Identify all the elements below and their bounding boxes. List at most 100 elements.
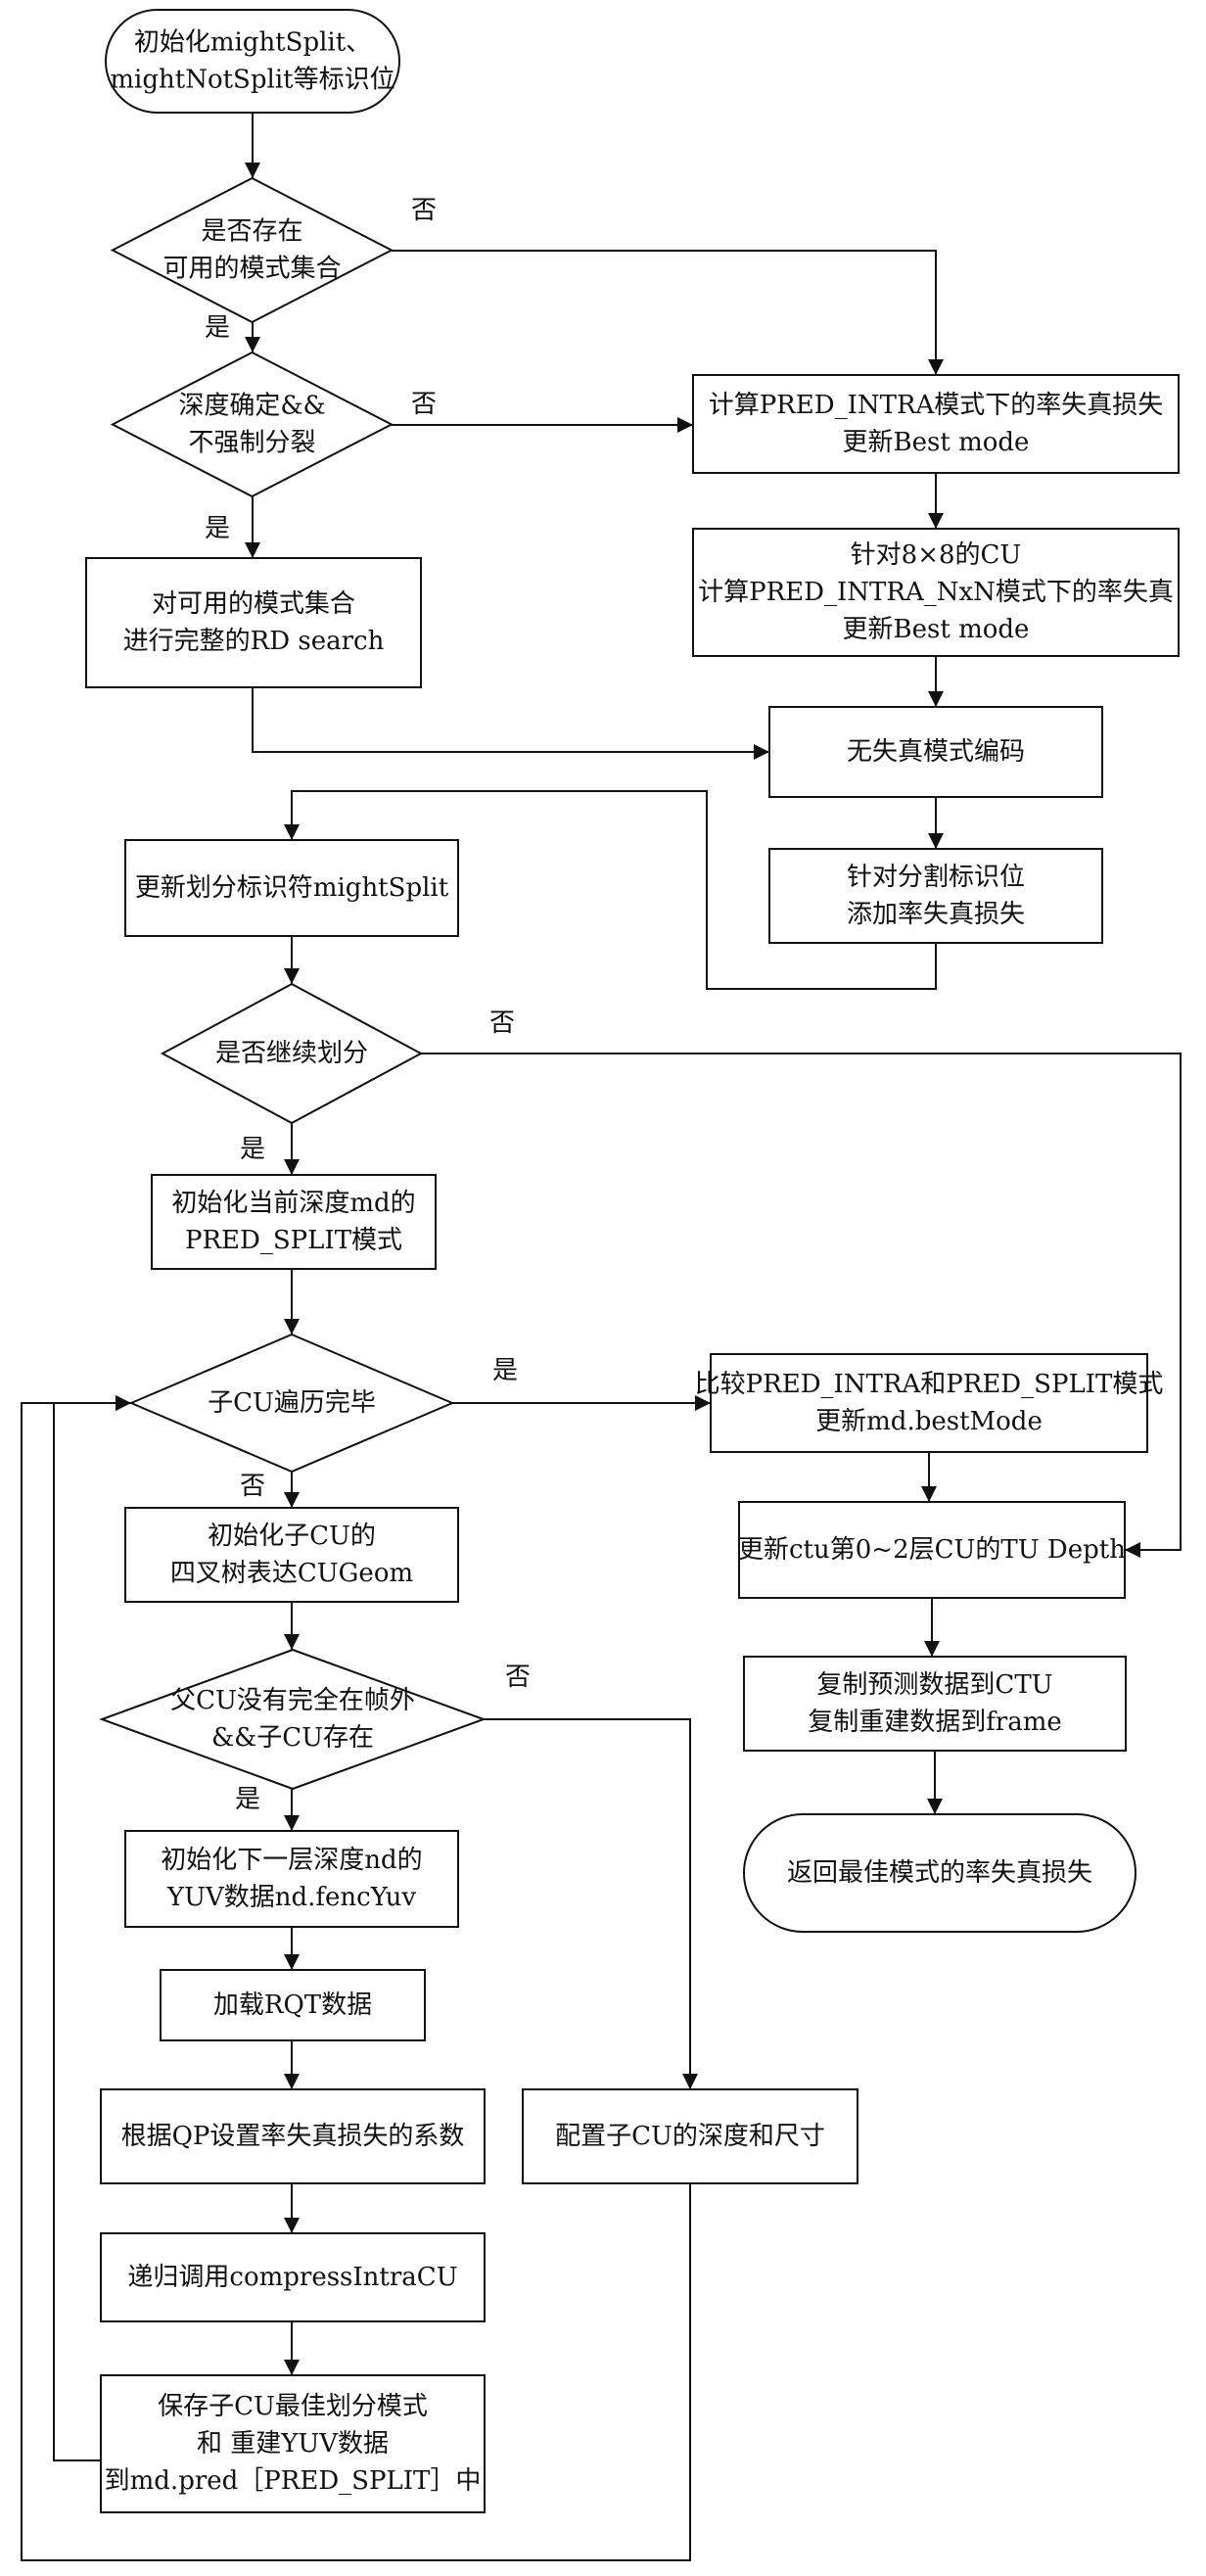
process-box (743, 1656, 1127, 1752)
node-text: 保存子CU最佳划分模式 (158, 2392, 428, 2421)
decision-diamond (110, 176, 394, 324)
edge-label-d3-no: 否 (489, 1008, 515, 1038)
process-box (692, 528, 1180, 657)
process-box (124, 1830, 459, 1928)
node-text: 父CU没有完全在帧外 (170, 1686, 415, 1715)
node-text: 更新划分标识符mightSplit (135, 873, 449, 903)
node-text: 加载RQT数据 (213, 1991, 372, 2020)
process-box (85, 557, 422, 688)
node-n-rqt: 加载RQT数据 (160, 1969, 426, 2041)
node-n-qp: 根据QP设置率失真损失的系数 (100, 2088, 486, 2184)
node-text: 复制预测数据到CTU (816, 1670, 1052, 1700)
process-box (768, 848, 1103, 944)
connector-arrow (252, 687, 769, 760)
node-n-tudepth: 更新ctu第0~2层CU的TU Depth (738, 1501, 1126, 1599)
process-box (768, 706, 1103, 798)
process-box (738, 1501, 1126, 1599)
node-text: 初始化下一层深度nd的 (161, 1846, 422, 1875)
node-text: 对可用的模式集合 (152, 589, 355, 619)
process-box (522, 2088, 858, 2184)
edge-label-d4-no: 否 (240, 1472, 265, 1501)
node-text: 根据QP设置率失真损失的系数 (121, 2122, 465, 2151)
node-text: 四叉树表达CUGeom (170, 1559, 413, 1588)
node-text: 更新md.bestMode (815, 1407, 1043, 1436)
node-text: 是否存在 (201, 217, 302, 247)
decision-diamond (99, 1648, 487, 1791)
node-text: PRED_SPLIT模式 (185, 1226, 402, 1255)
node-text: 比较PRED_INTRA和PRED_SPLIT模式 (695, 1370, 1164, 1399)
node-text: 复制重建数据到frame (808, 1708, 1062, 1737)
decision-diamond (160, 982, 424, 1125)
process-box (151, 1174, 437, 1270)
node-text: 计算PRED_INTRA_NxN模式下的率失真 (698, 578, 1174, 607)
edge-label-d1-yes: 是 (205, 313, 230, 343)
connector-arrow (284, 790, 937, 990)
node-text: &&子CU存在 (211, 1723, 374, 1753)
edge-label-d2-yes: 是 (205, 514, 230, 543)
shapes: 初始化mightSplit、 mightNotSplit等标识位是否存在可用的模式… (85, 9, 1180, 2513)
process-box (124, 1507, 459, 1603)
node-text: 子CU遍历完毕 (208, 1388, 376, 1418)
node-text: 和 重建YUV数据 (197, 2429, 389, 2459)
edge-label-d5-yes: 是 (235, 1785, 260, 1814)
node-text: 深度确定&& (178, 392, 325, 421)
node-text: 进行完整的RD search (123, 627, 385, 656)
node-end: 返回最佳模式的率失真损失 (743, 1813, 1136, 1933)
edge-label-d4-yes: 是 (492, 1356, 518, 1385)
node-n-initsplit: 初始化当前深度md的 PRED_SPLIT模式 (151, 1174, 437, 1270)
node-text: 递归调用compressIntraCU (127, 2263, 457, 2292)
connector-arrow (21, 1395, 691, 2561)
connector-arrow (484, 1718, 698, 2089)
decision-diamond (110, 351, 394, 498)
node-text: 初始化子CU的 (208, 1522, 376, 1551)
process-box (124, 839, 459, 937)
process-box (710, 1353, 1148, 1453)
terminator (105, 9, 400, 114)
process-box (160, 1969, 426, 2041)
node-text: 计算PRED_INTRA模式下的率失真损失 (709, 391, 1164, 420)
node-text: 配置子CU的深度和尺寸 (555, 2122, 825, 2151)
node-n-copy: 复制预测数据到CTU 复制重建数据到frame (743, 1656, 1127, 1752)
process-box (100, 2088, 486, 2184)
connector-arrow (421, 1053, 1182, 1558)
process-box (100, 2232, 486, 2322)
node-n-lossless: 无失真模式编码 (768, 706, 1103, 798)
node-text: 无失真模式编码 (847, 737, 1025, 767)
node-text: 更新Best mode (843, 615, 1030, 644)
process-box (100, 2374, 486, 2513)
node-text: 针对分割标识位 (847, 863, 1025, 892)
node-text: 可用的模式集合 (162, 255, 341, 284)
node-text: 初始化当前深度md的 (171, 1189, 415, 1218)
connector-arrow (392, 250, 944, 375)
node-text: 添加率失真损失 (847, 900, 1025, 929)
node-text: 返回最佳模式的率失真损失 (787, 1858, 1092, 1888)
node-d2: 深度确定&& 不强制分裂 (110, 351, 394, 498)
node-text: 针对8×8的CU (851, 540, 1022, 570)
node-text: 到md.pred［PRED_SPLIT］中 (105, 2466, 482, 2496)
node-n-update: 更新划分标识符mightSplit (124, 839, 459, 937)
node-text: mightNotSplit等标识位 (110, 66, 394, 95)
edge-label-d2-no: 否 (411, 390, 437, 419)
node-start: 初始化mightSplit、 mightNotSplit等标识位 (105, 9, 400, 114)
node-n-recurse: 递归调用compressIntraCU (100, 2232, 486, 2322)
node-text: 初始化mightSplit、 (134, 28, 371, 58)
edge-label-d1-no: 否 (411, 196, 437, 225)
node-text: 更新ctu第0~2层CU的TU Depth (738, 1535, 1126, 1565)
node-text: 是否继续划分 (215, 1039, 368, 1068)
decision-diamond (128, 1333, 455, 1474)
node-text: 不强制分裂 (188, 429, 315, 458)
process-box (692, 374, 1180, 474)
edge-label-d3-yes: 是 (240, 1135, 265, 1164)
node-n-config: 配置子CU的深度和尺寸 (522, 2088, 858, 2184)
